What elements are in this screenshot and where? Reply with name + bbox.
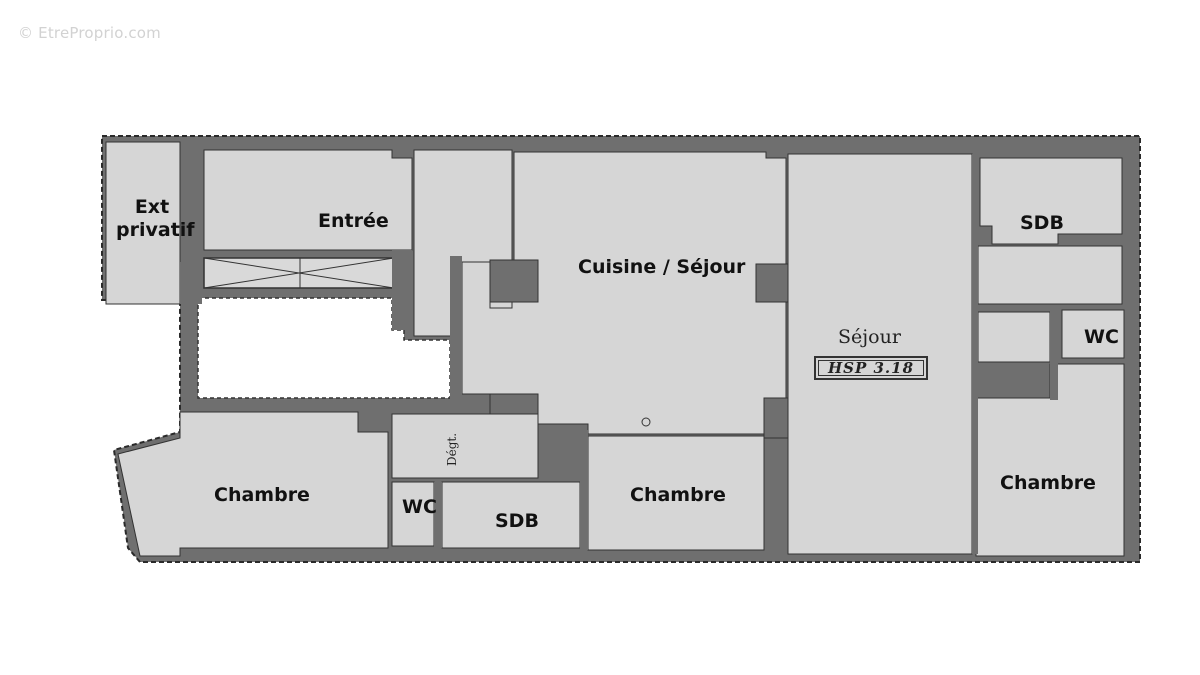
room-chambre-middle (587, 435, 765, 551)
label-chambre-right: Chambre (1000, 472, 1096, 494)
pillar (763, 397, 791, 439)
room-hall-right (977, 311, 1051, 363)
label-sejour: Séjour (838, 326, 901, 348)
label-chambre-middle: Chambre (630, 484, 726, 506)
room-degt (391, 413, 539, 479)
room-wc-bottom (391, 481, 435, 547)
label-hsp: HSP 3.18 (814, 356, 928, 380)
label-wc-right: WC (1084, 326, 1119, 348)
room-chambre-left (117, 411, 389, 557)
label-ext: Ext (134, 196, 170, 218)
watermark: © EtreProprio.com (18, 24, 161, 42)
room-ext-privatif (105, 141, 181, 305)
label-sdb-top-right: SDB (1020, 212, 1064, 234)
room-entree (203, 149, 413, 251)
label-chambre-left: Chambre (214, 484, 310, 506)
pillar (755, 263, 789, 303)
label-sdb-bottom: SDB (495, 510, 539, 532)
room-sejour (787, 153, 973, 555)
room-wc-right (1061, 309, 1125, 359)
label-degt: Dégt. (445, 432, 459, 466)
label-entree: Entrée (318, 210, 389, 232)
label-cuisine-sejour: Cuisine / Séjour (578, 256, 746, 278)
room-sdb-bottom (441, 481, 581, 549)
label-privatif: privatif (116, 218, 195, 241)
pillar (489, 259, 539, 303)
room-corridor-right (977, 245, 1123, 305)
room-sdb-right (979, 157, 1123, 245)
label-ext-privatif: Ext privatif (116, 196, 195, 242)
label-wc-bottom: WC (402, 496, 437, 518)
